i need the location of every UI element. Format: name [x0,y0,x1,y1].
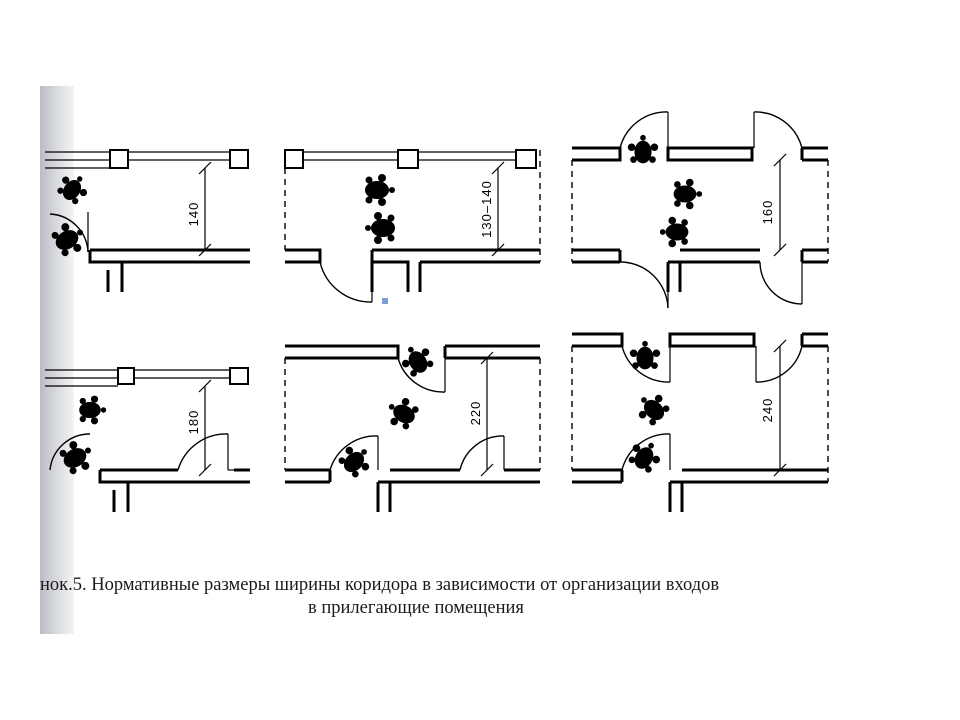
dim-220: 220 [468,351,494,477]
person-figure [659,216,689,248]
dim-130-140: 130–140 [479,161,505,257]
person-figure [79,395,107,425]
person-figure [625,435,666,476]
caption-line-1: нок.5. Нормативные размеры ширины коридо… [40,575,720,595]
caption-line-2: в прилегающие помещения [308,598,524,618]
person-figure [365,174,395,206]
dim-label-130-140: 130–140 [479,180,494,238]
person-figure [629,340,661,370]
panel-4-corridor-180: 180 [45,367,250,512]
dim-label-240: 240 [760,398,775,423]
person-figure [631,387,673,429]
person-figure [335,439,377,481]
person-figure [365,212,395,244]
panel-2-corridor-130-140: 130–140 [284,149,541,304]
dim-160: 160 [760,153,787,257]
dim-240: 240 [760,339,787,477]
person-figure [381,392,422,433]
scan-speck [382,298,388,304]
dim-label-220: 220 [468,401,483,426]
dim-180: 180 [186,379,212,477]
dim-140: 140 [186,161,212,257]
person-figure [56,435,99,478]
dim-label-180: 180 [186,410,201,435]
person-figure [396,339,437,380]
person-figure [673,178,703,210]
panel-5-corridor-220: 220 [284,339,541,512]
person-figure [54,168,94,208]
person-figure [627,134,659,164]
panel-1-corridor-140: 140 [45,149,250,292]
dim-label-140: 140 [186,202,201,227]
dim-label-160: 160 [760,200,775,225]
book-binding-shadow [40,86,74,634]
panel-3-corridor-160: 160 [571,111,829,309]
panel-6-corridor-240: 240 [571,332,829,512]
